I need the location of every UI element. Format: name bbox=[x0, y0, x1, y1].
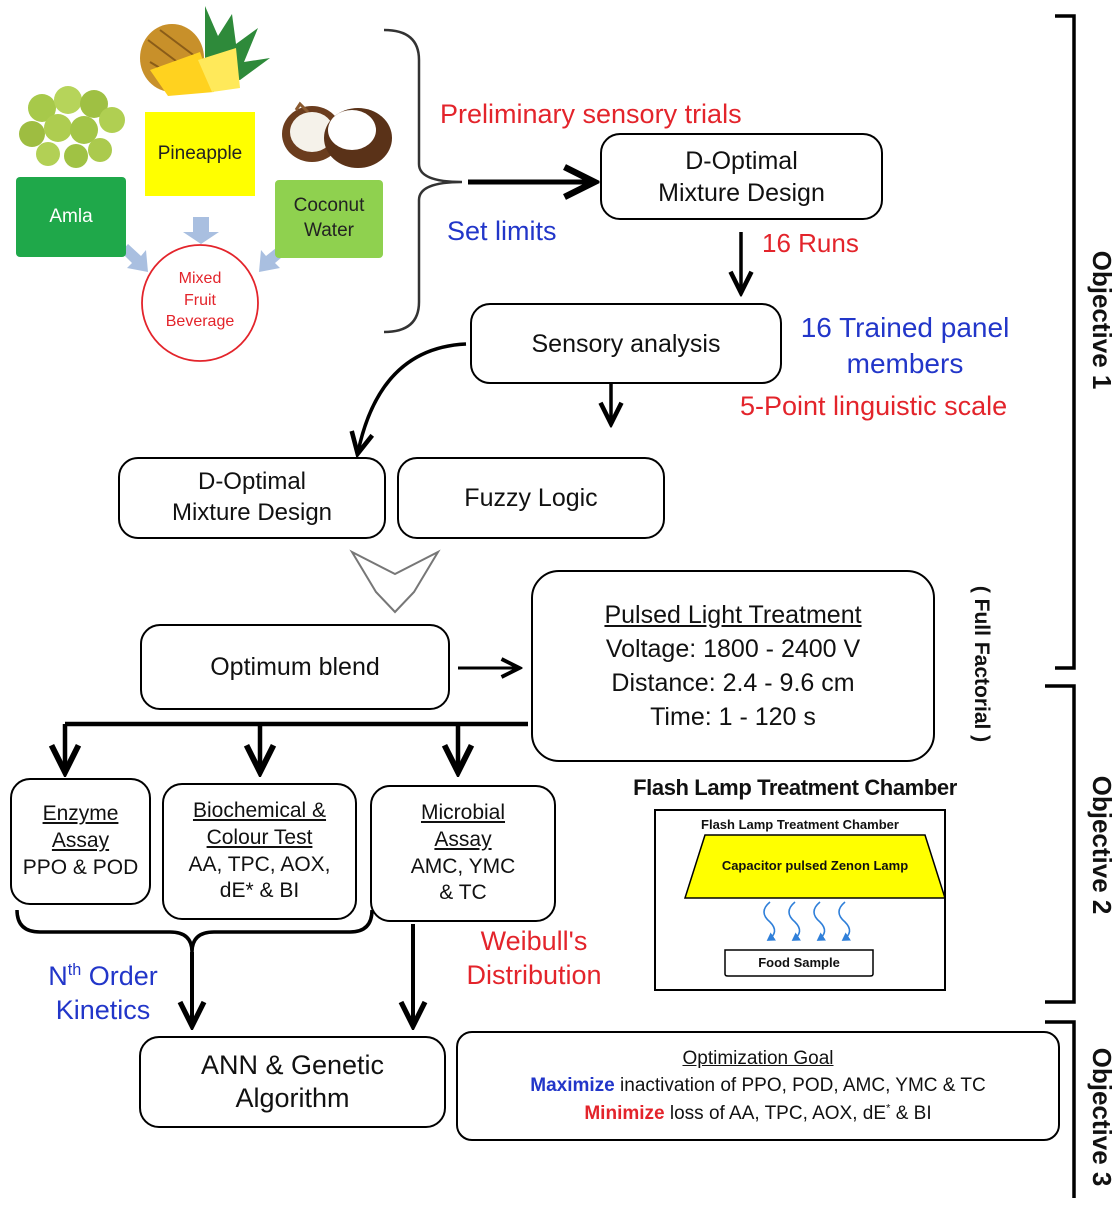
sensory-label: Sensory analysis bbox=[531, 329, 721, 358]
d-optimal-box-top: D-Optimal Mixture Design bbox=[600, 133, 883, 220]
nth-sup: th bbox=[67, 961, 82, 979]
maximize-text: inactivation of PPO, POD, AMC, YMC & TC bbox=[614, 1075, 986, 1097]
trained-panel-line-1: 16 Trained panel bbox=[800, 312, 1010, 343]
pineapple-box: Pineapple bbox=[145, 112, 255, 196]
beverage-line-2: Fruit bbox=[184, 291, 216, 309]
ann-line-1: ANN & Genetic bbox=[200, 1050, 385, 1081]
amla-label: Amla bbox=[49, 205, 93, 227]
pulsed-time: Time: 1 - 120 s bbox=[650, 703, 816, 731]
minimize-text-b: & BI bbox=[890, 1102, 932, 1124]
light-rays bbox=[763, 901, 851, 941]
microbial-title-2: Assay bbox=[434, 827, 492, 851]
sample-tray bbox=[724, 949, 874, 977]
coconut-illustration bbox=[282, 101, 392, 168]
objective-1-bracket bbox=[1055, 14, 1076, 670]
preliminary-label: Preliminary sensory trials bbox=[440, 99, 742, 129]
enzyme-title-1: Enzyme bbox=[42, 802, 119, 826]
trained-panel-label: 16 Trained panel members bbox=[780, 310, 1030, 382]
goal-title: Optimization Goal bbox=[682, 1047, 834, 1069]
enzyme-detail: PPO & POD bbox=[22, 855, 139, 879]
trained-panel-line-2: members bbox=[846, 347, 964, 379]
lamp-label: Capacitor pulsed Zenon Lamp bbox=[721, 858, 909, 873]
nth-n: N bbox=[48, 961, 68, 991]
enzyme-assay-box: Enzyme Assay PPO & POD bbox=[10, 778, 151, 905]
microbial-detail-2: & TC bbox=[439, 881, 487, 905]
biochem-detail-1: AA, TPC, AOX, bbox=[188, 852, 331, 876]
objective-1-label: Objective 1 bbox=[1087, 250, 1117, 390]
pulsed-distance: Distance: 2.4 - 9.6 cm bbox=[611, 669, 855, 697]
pulsed-title: Pulsed Light Treatment bbox=[604, 601, 862, 629]
linguistic-scale-label: 5-Point linguistic scale bbox=[740, 391, 1008, 421]
pulsed-voltage: Voltage: 1800 - 2400 V bbox=[605, 635, 861, 663]
biochem-title-1: Biochemical & bbox=[192, 798, 327, 822]
nth-line-2: Kinetics bbox=[55, 994, 151, 1025]
enzyme-title-2: Assay bbox=[51, 829, 110, 853]
objective-3-bracket bbox=[1045, 1020, 1076, 1198]
lamp-shape bbox=[683, 834, 947, 899]
d-optimal-mid-line-2: Mixture Design bbox=[171, 499, 333, 526]
beverage-line-3: Beverage bbox=[165, 313, 235, 331]
coconut-water-label: Coconut Water bbox=[293, 195, 365, 241]
fuzzy-logic-box: Fuzzy Logic bbox=[397, 457, 665, 539]
biochem-detail-2: dE* & BI bbox=[219, 879, 300, 903]
optimization-goal-box: Optimization Goal Maximize inactivation … bbox=[456, 1031, 1060, 1141]
d-optimal-mid-line-1: D-Optimal bbox=[197, 468, 306, 496]
objective-3-label: Objective 3 bbox=[1087, 1047, 1117, 1187]
beverage-line-1: Mixed bbox=[178, 270, 222, 287]
mixed-beverage-label: Mixed Fruit Beverage bbox=[142, 268, 258, 333]
objective-2-label: Objective 2 bbox=[1087, 775, 1117, 915]
arrow-to-doptimal bbox=[358, 342, 467, 452]
chamber-heading: Flash Lamp Treatment Chamber bbox=[633, 775, 957, 800]
optimum-blend-box: Optimum blend bbox=[140, 624, 450, 710]
full-factorial-label: ( Full Factorial ) bbox=[970, 585, 993, 743]
pineapple-illustration bbox=[140, 6, 270, 96]
chamber-inner-title: Flash Lamp Treatment Chamber bbox=[701, 817, 899, 832]
fuzzy-label: Fuzzy Logic bbox=[464, 484, 598, 512]
minimize-sup: * bbox=[886, 1102, 891, 1115]
mixed-beverage-circle bbox=[141, 244, 259, 362]
optimum-label: Optimum blend bbox=[210, 653, 380, 681]
d-optimal-box-mid: D-Optimal Mixture Design bbox=[118, 457, 386, 539]
minimize-text-a: loss of AA, TPC, AOX, dE bbox=[664, 1102, 887, 1124]
d-optimal-top-line-2: Mixture Design bbox=[658, 178, 825, 207]
runs-label: 16 Runs bbox=[762, 228, 859, 258]
pineapple-label: Pineapple bbox=[157, 142, 243, 164]
grouping-brace bbox=[383, 28, 463, 334]
sensory-analysis-box: Sensory analysis bbox=[470, 303, 782, 384]
nth-order-label: Nth Order Kinetics bbox=[28, 960, 178, 1028]
hollow-chevron-arrow bbox=[349, 549, 441, 614]
microbial-detail-1: AMC, YMC bbox=[410, 854, 516, 878]
weibull-line-1: Weibull's bbox=[480, 926, 588, 956]
d-optimal-top-line-1: D-Optimal bbox=[685, 146, 798, 175]
amla-illustration bbox=[19, 86, 125, 168]
nth-rest: Order bbox=[81, 961, 158, 991]
coconut-water-box: Coconut Water bbox=[275, 180, 383, 258]
pulsed-light-box: Pulsed Light Treatment Voltage: 1800 - 2… bbox=[531, 570, 935, 762]
weibull-line-2: Distribution bbox=[466, 959, 602, 990]
objective-2-bracket bbox=[1045, 684, 1076, 1004]
biochem-title-2: Colour Test bbox=[206, 825, 313, 849]
microbial-title-1: Microbial bbox=[420, 800, 506, 824]
maximize-word: Maximize bbox=[530, 1075, 615, 1097]
weibull-label: Weibull's Distribution bbox=[448, 925, 620, 993]
ann-line-2: Algorithm bbox=[235, 1083, 350, 1113]
ann-ga-box: ANN & Genetic Algorithm bbox=[139, 1036, 446, 1128]
sample-label: Food Sample bbox=[758, 955, 840, 970]
set-limits-label: Set limits bbox=[447, 216, 557, 246]
amla-box: Amla bbox=[16, 177, 126, 257]
microbial-assay-box: Microbial Assay AMC, YMC & TC bbox=[370, 785, 556, 922]
biochemical-box: Biochemical & Colour Test AA, TPC, AOX, … bbox=[162, 783, 357, 920]
minimize-word: Minimize bbox=[584, 1102, 665, 1124]
